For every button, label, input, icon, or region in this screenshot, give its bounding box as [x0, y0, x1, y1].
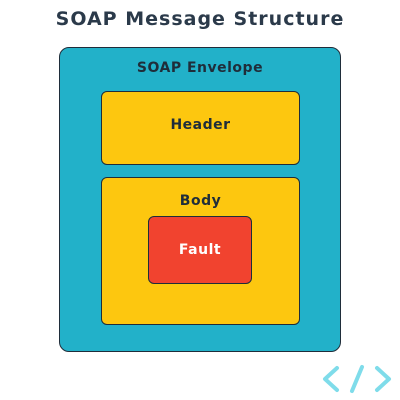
body-box: Body — [101, 177, 300, 325]
code-brackets-icon — [323, 365, 391, 393]
fault-box: Fault — [148, 216, 252, 284]
fault-label: Fault — [178, 242, 222, 258]
header-box: Header — [101, 91, 300, 165]
diagram-title: SOAP Message Structure — [55, 8, 345, 30]
header-label: Header — [170, 117, 231, 133]
body-label: Body — [179, 193, 222, 209]
envelope-label: SOAP Envelope — [136, 60, 264, 76]
